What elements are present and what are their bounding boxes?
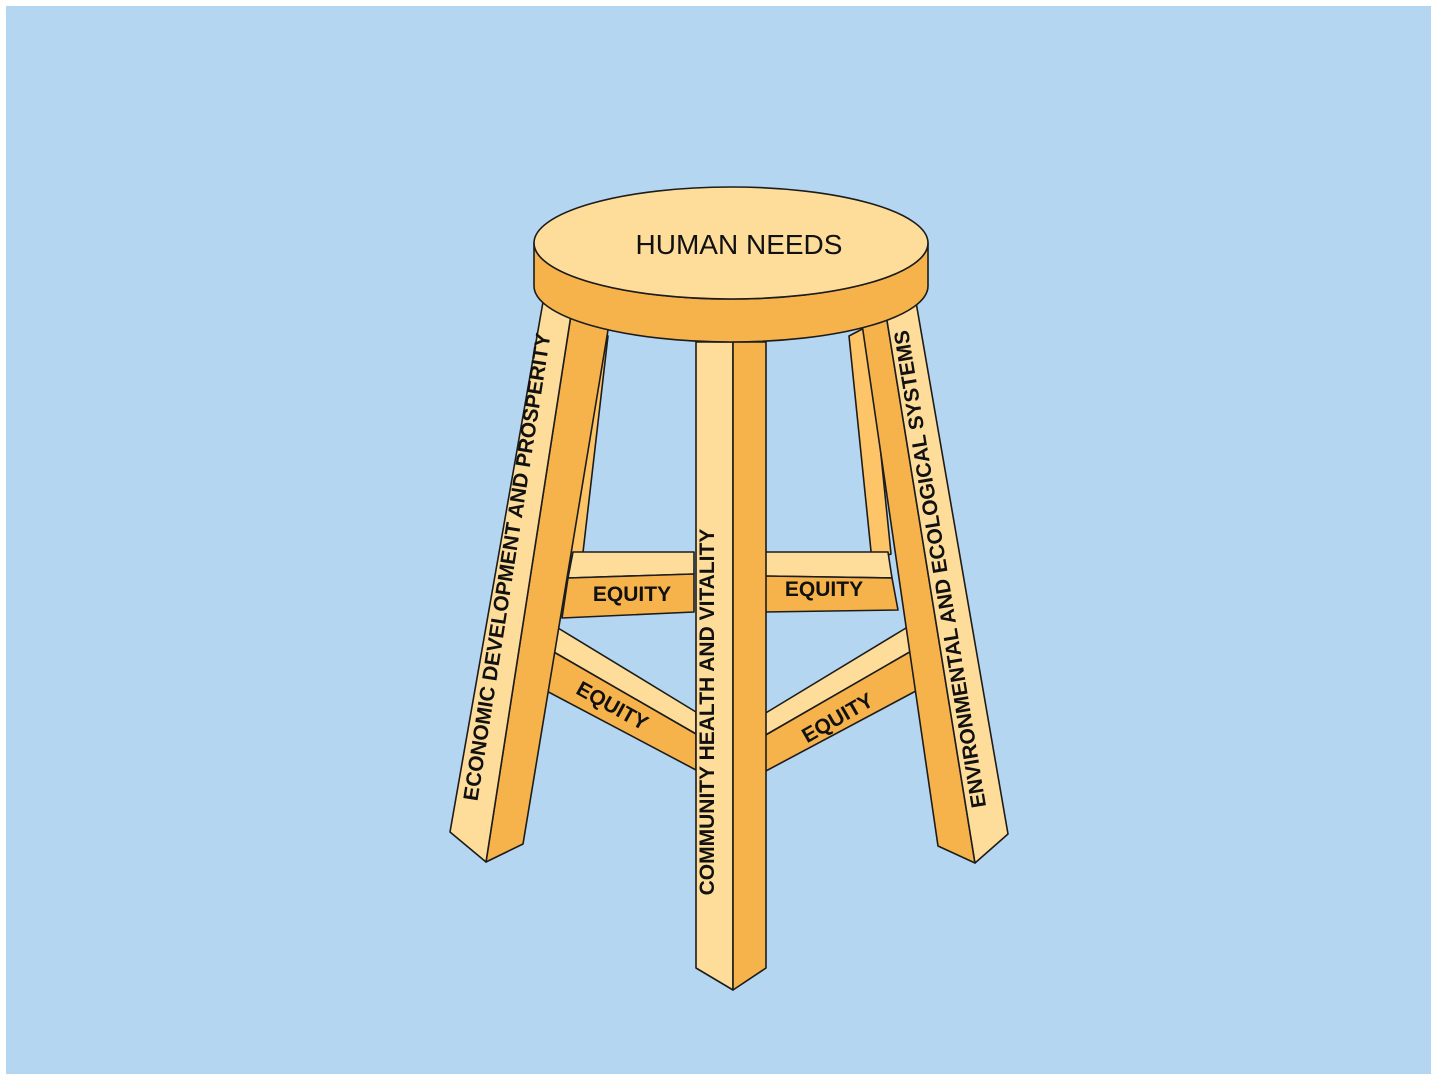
seat-label: HUMAN NEEDS	[636, 229, 843, 260]
back-right-rung-label: EQUITY	[785, 578, 863, 601]
back-right-rung: EQUITY	[764, 552, 898, 612]
back-left-rung: EQUITY	[562, 552, 694, 618]
stool-diagram: EQUITY EQUITY EQUITY EQUITY ECONOMIC DEV…	[6, 6, 1431, 1074]
diagram-canvas: EQUITY EQUITY EQUITY EQUITY ECONOMIC DEV…	[6, 6, 1431, 1074]
center-leg: COMMUNITY HEALTH AND VITALITY	[696, 342, 766, 990]
back-left-rung-label: EQUITY	[593, 583, 671, 606]
stool-seat: HUMAN NEEDS	[534, 187, 928, 342]
center-leg-label: COMMUNITY HEALTH AND VITALITY	[696, 529, 719, 896]
